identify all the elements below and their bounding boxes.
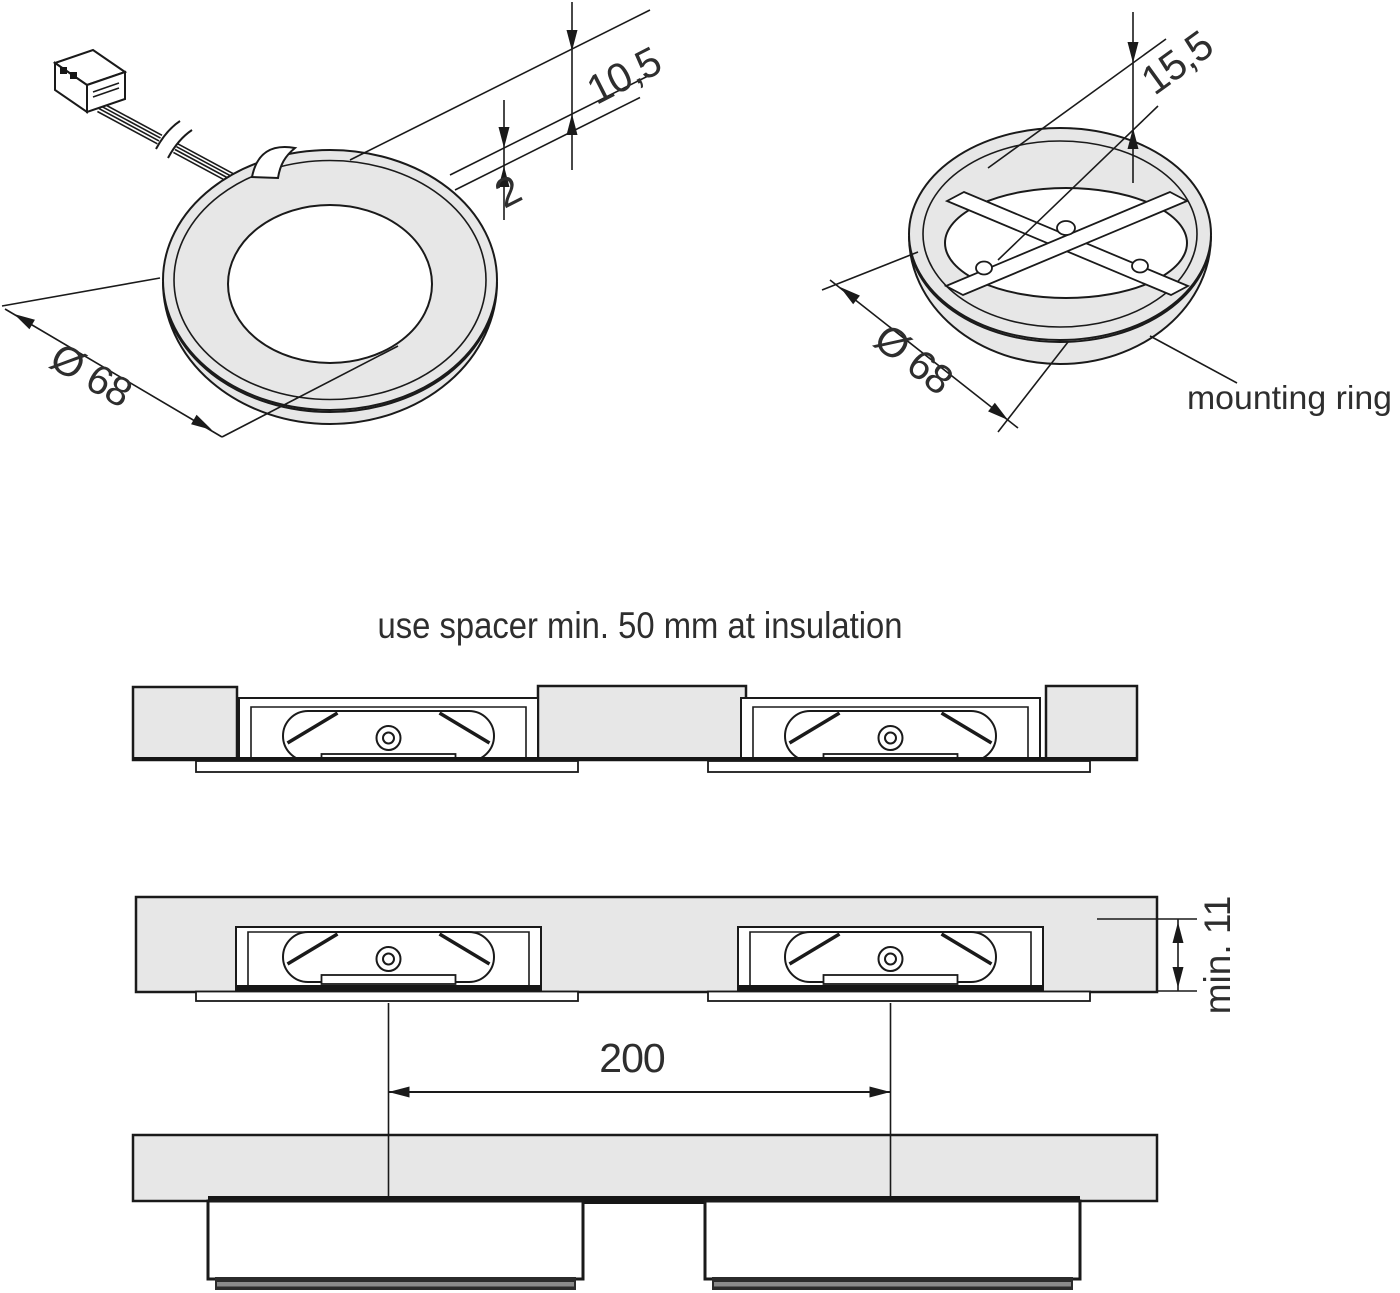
spacer-housing-inner — [250, 706, 527, 760]
cable — [97, 102, 256, 195]
dim-diameter-right — [821, 251, 1069, 433]
cross-bracket — [943, 191, 1191, 296]
bezel-edge — [173, 159, 487, 401]
cable-break-mark — [167, 129, 193, 159]
trim-plate — [195, 760, 579, 773]
lamp-cross-section — [783, 709, 998, 765]
section-recessed-panel: min. 11 — [134, 896, 1238, 1015]
lamp-cross-section — [281, 709, 496, 765]
screw-hole — [1131, 258, 1149, 274]
dim-label-height: 15,5 — [1133, 22, 1222, 104]
cable-break-mark — [155, 120, 181, 150]
panel-edge — [133, 757, 1137, 761]
lens — [227, 204, 433, 364]
recess-bottom-edge — [236, 985, 541, 991]
section-surface-mount — [131, 1133, 1159, 1290]
trim-plate — [707, 990, 1091, 1002]
center-hole — [1056, 220, 1076, 236]
cabinet-box — [206, 1199, 585, 1290]
dim-diameter-left — [1, 277, 399, 438]
recessed-spotlight-figure: 10,5 2 Ø 68 — [1, 2, 668, 438]
spotlight-ring — [162, 146, 498, 425]
dim-height-15-5 — [987, 12, 1167, 261]
dim-label-diameter-left: Ø 68 — [43, 334, 140, 416]
cabinet-bar — [131, 1133, 1159, 1203]
dim-label-min-11: min. 11 — [1197, 896, 1238, 1015]
dim-label-height: 10,5 — [579, 38, 668, 113]
recess-bottom-edge — [738, 985, 1043, 991]
clip-tab — [250, 146, 298, 180]
dim-label-rim: 2 — [487, 166, 527, 217]
mounting-ring-label: mounting ring — [1187, 379, 1392, 416]
spacer-instruction: use spacer min. 50 mm at insulation — [378, 605, 903, 646]
insulation-block — [1044, 684, 1139, 762]
insulation-block — [131, 685, 239, 762]
insulation-block — [536, 684, 748, 762]
lamp-cross-section — [783, 930, 998, 986]
mounting-ring-figure: 15,5 Ø 68 mounting ring — [821, 12, 1392, 433]
trim-plate — [195, 990, 579, 1002]
spacer-housing-inner — [752, 706, 1029, 760]
bar-bottom-edge — [208, 1196, 1080, 1204]
dim-height-10-5 — [349, 2, 651, 220]
label-leader-line — [1149, 335, 1238, 384]
trim-plate — [707, 760, 1091, 773]
dim-label-diameter-right: Ø 68 — [866, 315, 961, 404]
ring-inner-rim — [922, 140, 1198, 328]
dim-min-11 — [1097, 918, 1197, 992]
section-with-insulation — [131, 684, 1139, 773]
lamp-cross-section — [281, 930, 496, 986]
dim-label-200: 200 — [599, 1035, 665, 1081]
connector-plug — [52, 48, 128, 114]
screw-hole — [975, 260, 993, 276]
cabinet-box — [703, 1199, 1082, 1290]
